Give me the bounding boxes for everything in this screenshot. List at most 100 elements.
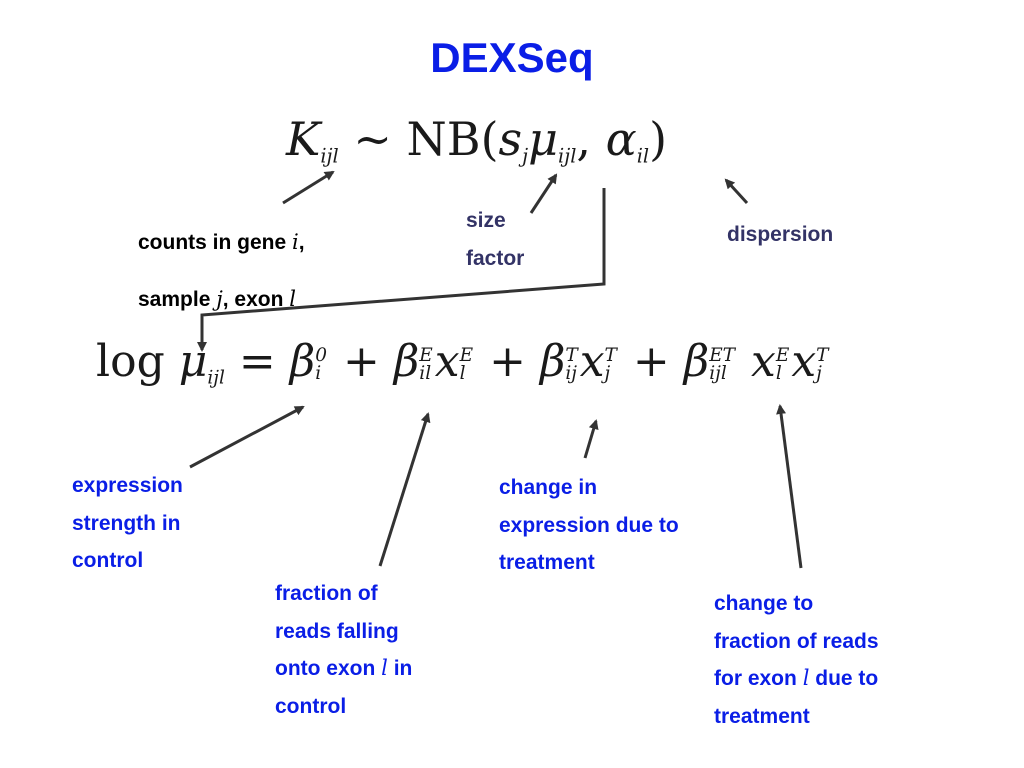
- label-size-factor: size factor: [466, 202, 524, 277]
- eq1-alpha-sub: il: [636, 144, 650, 168]
- eq2-xE2: x: [751, 336, 776, 387]
- eq2-betaT-sub: ij: [565, 362, 578, 384]
- eq2-betaE-sub: il: [419, 362, 432, 384]
- eq2-xE: x: [434, 336, 460, 387]
- eq2-betaT: β: [539, 336, 566, 387]
- eq2-plus1: +: [342, 336, 380, 387]
- change-expr-line3: treatment: [499, 551, 595, 574]
- label-fraction-reads: fraction of reads falling onto exon l in…: [275, 575, 412, 725]
- change-frac-line3: for exon l due to: [714, 660, 879, 698]
- eq2-betaET-sup: ET: [709, 344, 735, 366]
- eq1-mu-sub: ijl: [558, 144, 577, 168]
- eq2-beta0-sub: i: [315, 362, 322, 384]
- eq2-equals: =: [238, 336, 276, 387]
- eq1-s: s: [498, 112, 523, 166]
- expr-strength-line2: strength in: [72, 511, 181, 535]
- eq1-s-sub: j: [522, 144, 529, 168]
- arrow-mu-link: [197, 188, 606, 352]
- fraction-line3: onto exon l in: [275, 650, 412, 688]
- size-factor-line2: factor: [466, 246, 525, 270]
- arrow-counts: [282, 170, 335, 205]
- label-dispersion: dispersion: [727, 223, 834, 246]
- eq2-xE2-sub: l: [775, 362, 782, 384]
- counts-text1: counts in gene: [138, 231, 293, 254]
- eq2-xT2-sup: T: [816, 344, 829, 366]
- arrow-dispersion: [724, 178, 749, 205]
- page-title: DEXSeq: [430, 34, 594, 81]
- fraction-line2: reads falling: [275, 619, 399, 643]
- eq2-betaE: β: [393, 336, 420, 387]
- label-change-fraction: change to fraction of reads for exon l d…: [714, 585, 879, 735]
- eq2-xT-sub: j: [604, 362, 611, 384]
- eq2-xT2: x: [791, 336, 817, 387]
- expr-strength-line3: control: [72, 549, 144, 572]
- arrow-change-expression: [583, 419, 599, 459]
- eq1-k: K: [286, 112, 321, 166]
- counts-var-l: l: [289, 286, 296, 311]
- eq2-betaT-sup: T: [565, 344, 578, 366]
- fraction-line3-var: l: [381, 656, 388, 680]
- eq2-plus3: +: [632, 336, 670, 387]
- eq2-xE2-sup: E: [775, 344, 790, 366]
- counts-var-j: j: [216, 286, 223, 311]
- size-factor-line1: size: [466, 209, 506, 232]
- eq2-xT: x: [579, 336, 605, 387]
- fraction-line1: fraction of: [275, 582, 378, 605]
- eq2-xE-sup: E: [459, 344, 474, 366]
- change-frac-line3-text: for exon: [714, 667, 803, 690]
- eq1-mu: μ: [528, 112, 559, 166]
- eq1-close: ): [649, 112, 668, 166]
- eq1-nb: NB(: [406, 112, 499, 166]
- eq1-k-sub: ijl: [320, 144, 339, 168]
- arrow-change-fraction: [776, 404, 803, 569]
- label-counts-line2: sample j, exon l: [138, 281, 305, 319]
- eq2-plus2: +: [489, 336, 526, 387]
- eq2-beta0-sup: 0: [315, 344, 327, 366]
- arrow-size-factor: [529, 173, 558, 214]
- label-expression-strength: expression strength in control: [72, 467, 183, 580]
- counts-text2: sample: [138, 287, 217, 311]
- eq2-betaE-sup: E: [419, 344, 433, 366]
- negative-binomial-equation: Kijl ~ NB(sjμijl, αil): [286, 112, 667, 168]
- change-frac-line2: fraction of reads: [714, 629, 879, 653]
- fraction-line3-text: onto exon: [275, 657, 382, 680]
- counts-comma: ,: [298, 231, 305, 254]
- change-frac-line3-end: due to: [809, 667, 879, 690]
- arrow-expression-strength: [189, 405, 305, 469]
- change-expr-line1: change in: [499, 476, 598, 499]
- eq2-betaET: β: [683, 336, 710, 387]
- eq2-betaET-sub: ijl: [709, 362, 727, 384]
- eq1-alpha: α: [605, 112, 637, 166]
- change-expr-line2: expression due to: [499, 513, 679, 537]
- eq1-comma: ,: [576, 112, 591, 166]
- eq1-tilde: ~: [353, 112, 392, 166]
- change-frac-line3-var: l: [802, 666, 810, 690]
- change-frac-line4: treatment: [714, 704, 810, 728]
- counts-var-i: i: [292, 230, 299, 254]
- eq2-log: log: [96, 336, 165, 387]
- fraction-line4: control: [275, 694, 347, 718]
- expr-strength-line1: expression: [72, 474, 183, 497]
- eq2-xE-sub: l: [459, 362, 466, 384]
- label-change-expression: change in expression due to treatment: [499, 469, 679, 582]
- eq2-xT-sup: T: [604, 344, 617, 366]
- eq2-mu-sub: ijl: [207, 367, 225, 389]
- eq2-xT2-sub: j: [816, 362, 822, 384]
- counts-text3: , exon: [222, 287, 290, 311]
- eq2-beta0: β: [289, 336, 316, 387]
- change-frac-line1: change to: [714, 592, 814, 615]
- fraction-line3-end: in: [387, 657, 413, 680]
- arrow-fraction-reads: [378, 412, 431, 567]
- label-counts: counts in gene i, sample j, exon l: [138, 224, 305, 318]
- label-counts-line1: counts in gene i,: [138, 224, 305, 262]
